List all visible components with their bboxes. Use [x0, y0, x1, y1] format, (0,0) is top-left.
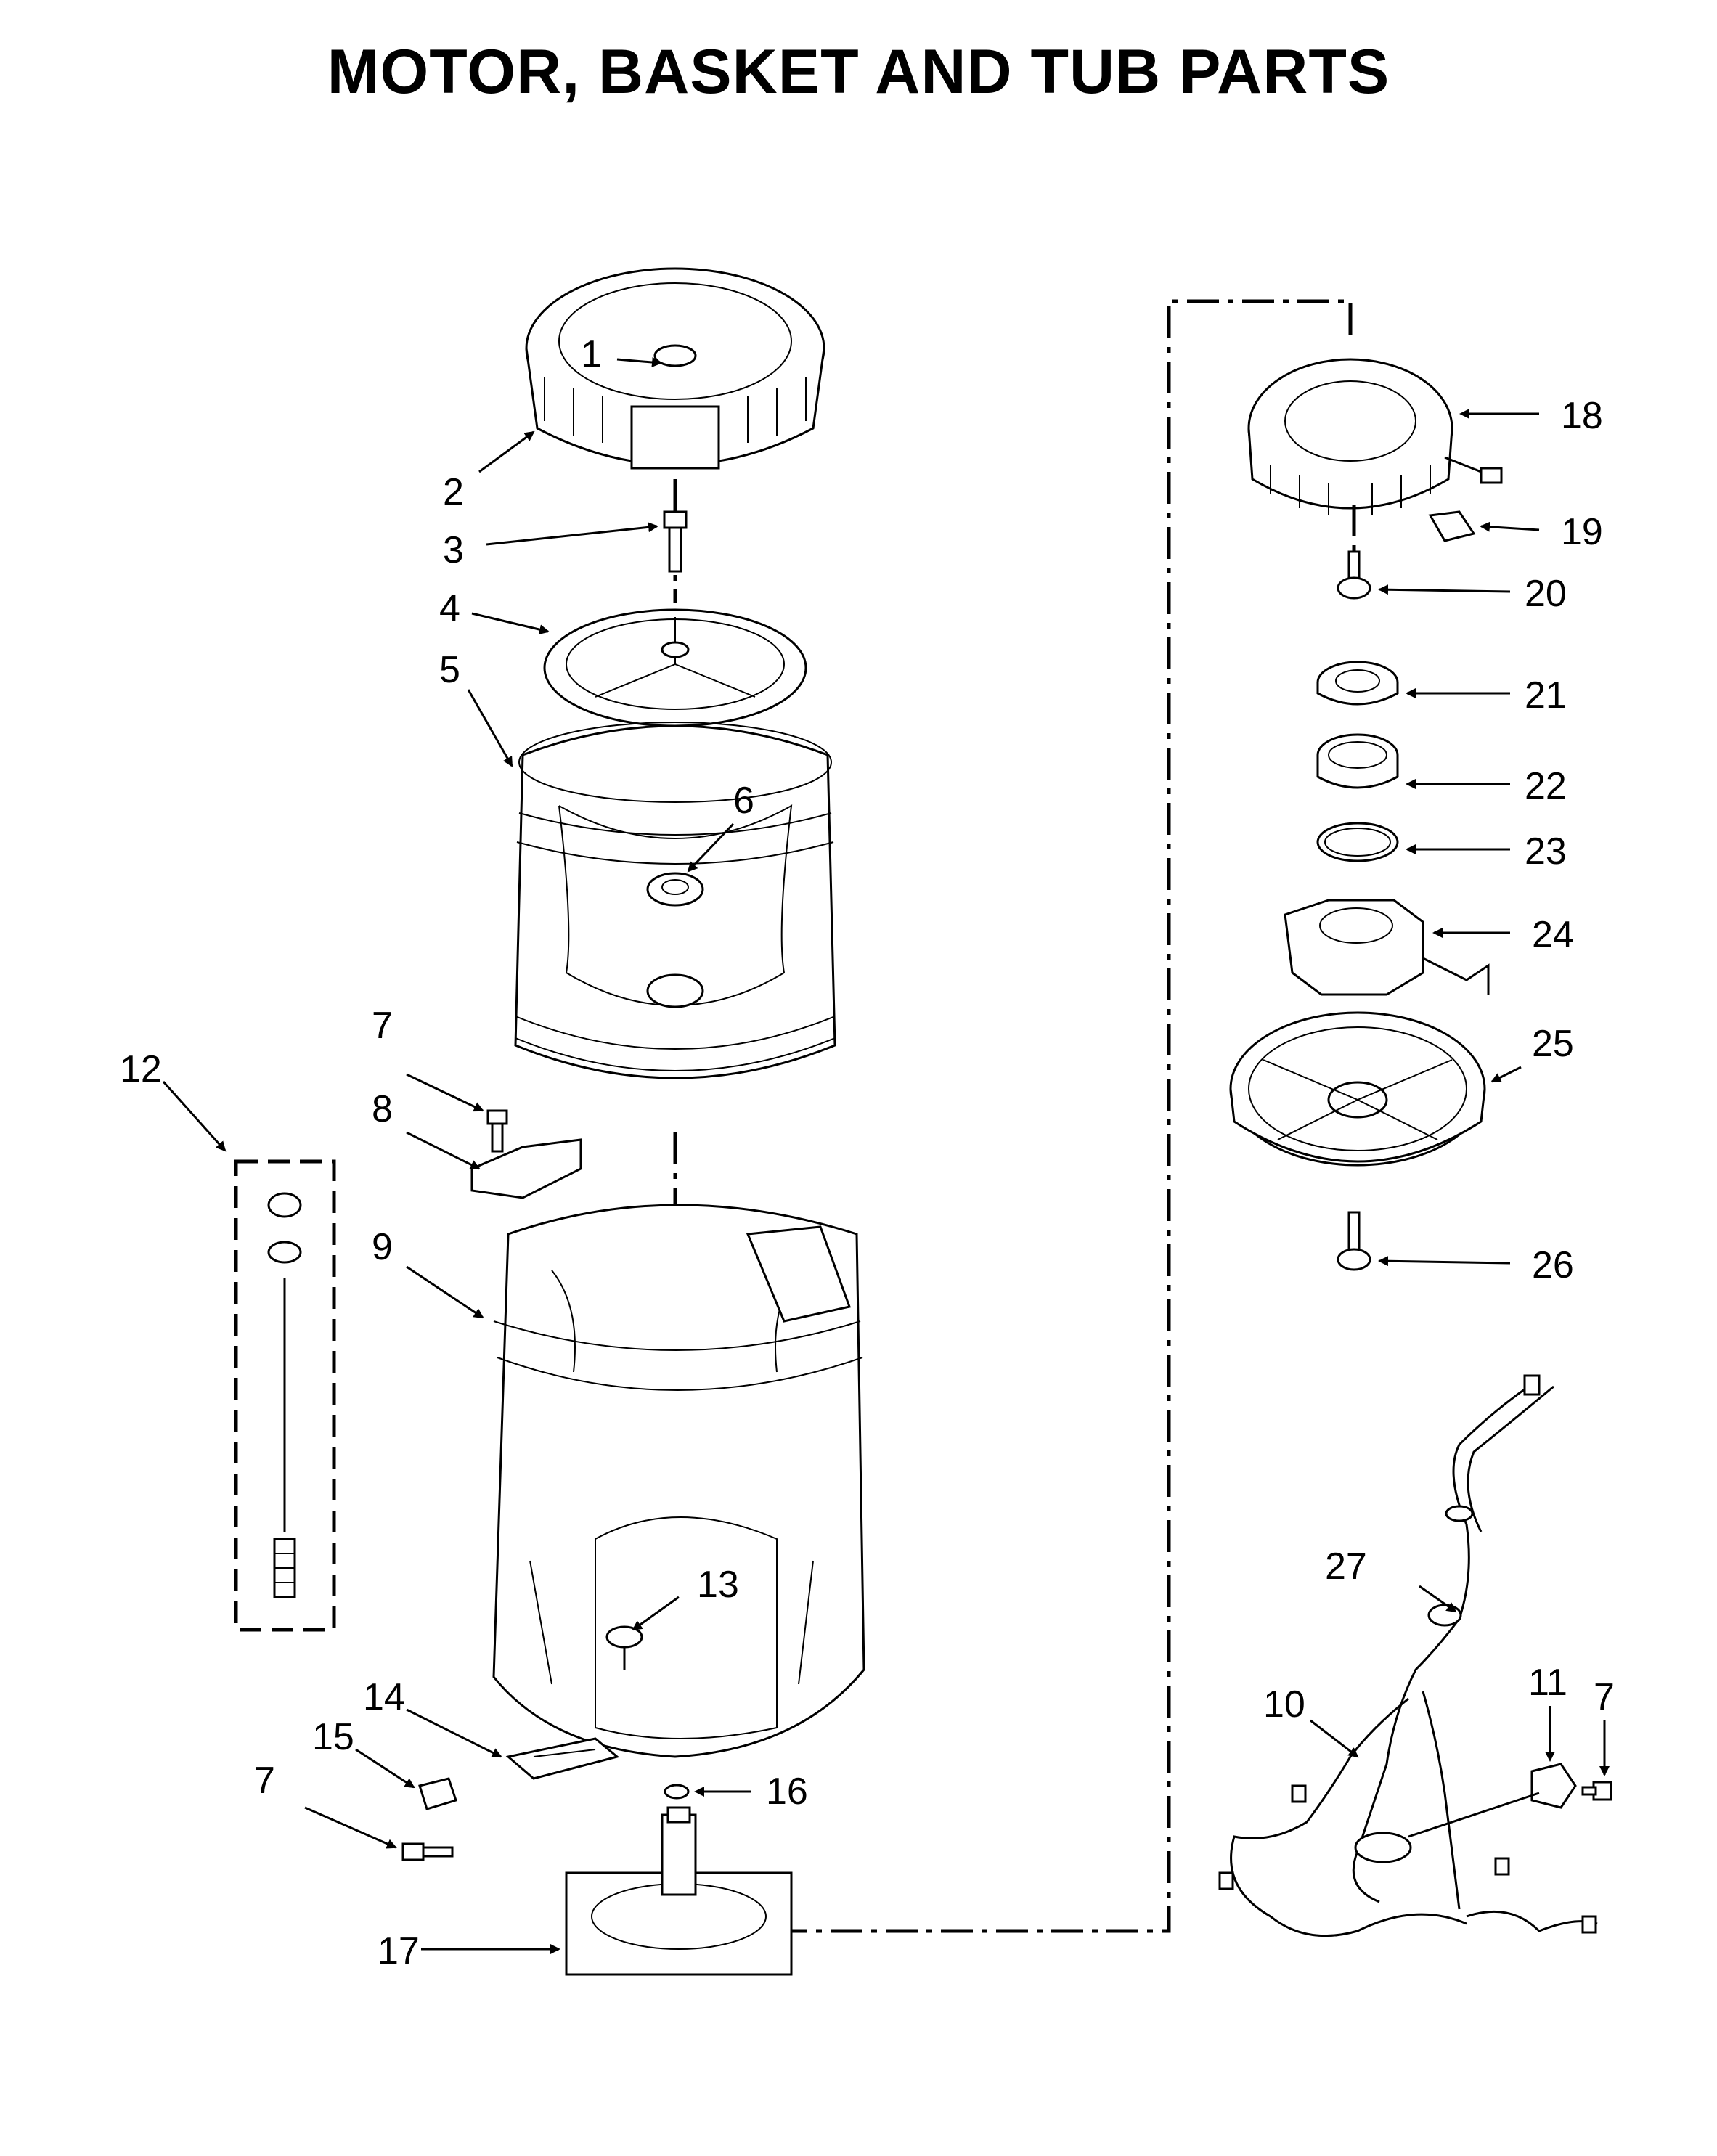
bracket-part [505, 1737, 620, 1780]
callout-27: 27 [1325, 1545, 1367, 1588]
screw-part [1581, 1781, 1612, 1801]
callout-7: 7 [372, 1005, 393, 1047]
collar-part [1316, 733, 1399, 789]
callout-6: 6 [733, 780, 754, 822]
transmission-part [565, 1806, 793, 1976]
callout-21: 21 [1525, 674, 1567, 716]
callout-10: 10 [1263, 1683, 1305, 1726]
harness-clamp-part [1354, 1763, 1577, 1863]
screw-part [486, 1109, 508, 1153]
callout-7: 7 [254, 1760, 275, 1802]
callout-11: 11 [1528, 1662, 1567, 1704]
impeller-part [543, 608, 807, 727]
access-cover-part [470, 1138, 582, 1199]
callout-5: 5 [439, 649, 460, 691]
callout-22: 22 [1525, 765, 1567, 807]
hub-cover-part [525, 267, 825, 470]
callout-7: 7 [1594, 1676, 1615, 1718]
callout-19: 19 [1561, 511, 1603, 553]
callout-3: 3 [443, 529, 464, 571]
callout-2: 2 [443, 471, 464, 513]
stator-bolt-part [1337, 550, 1371, 600]
page-title: MOTOR, BASKET AND TUB PARTS [327, 37, 1390, 107]
stator-clip-part [1428, 510, 1476, 542]
o-ring-part [664, 1784, 690, 1800]
suspension-rod-part [267, 1192, 302, 1598]
tub-part [492, 1204, 865, 1758]
callout-20: 20 [1525, 573, 1567, 615]
basket-nut-part [646, 872, 704, 907]
callout-9: 9 [372, 1226, 393, 1268]
callout-23: 23 [1525, 830, 1567, 873]
clip-part [418, 1777, 457, 1810]
callout-25: 25 [1532, 1023, 1574, 1065]
stator-part [1247, 358, 1503, 515]
callout-18: 18 [1561, 395, 1603, 437]
callout-26: 26 [1532, 1244, 1574, 1286]
callout-12: 12 [120, 1048, 162, 1090]
callout-13: 13 [697, 1564, 739, 1606]
callout-17: 17 [378, 1930, 420, 1972]
snap-ring-part [1316, 822, 1399, 862]
callout-14: 14 [363, 1676, 405, 1718]
callout-8: 8 [372, 1088, 393, 1130]
bolt-part [663, 510, 688, 573]
callout-16: 16 [766, 1771, 808, 1813]
callout-15: 15 [312, 1716, 354, 1758]
bearing-part [1316, 661, 1399, 706]
rotor-bolt-part [1337, 1211, 1371, 1271]
screw-part [401, 1842, 454, 1861]
bearing-housing-part [1284, 899, 1490, 996]
rotor-part [1229, 1011, 1486, 1167]
drain-part [605, 1625, 643, 1670]
callout-24: 24 [1532, 914, 1574, 956]
callout-1: 1 [581, 333, 602, 375]
suspension-rod-box [234, 1159, 336, 1632]
callout-4: 4 [439, 587, 460, 629]
leader-lines [162, 357, 1610, 1954]
